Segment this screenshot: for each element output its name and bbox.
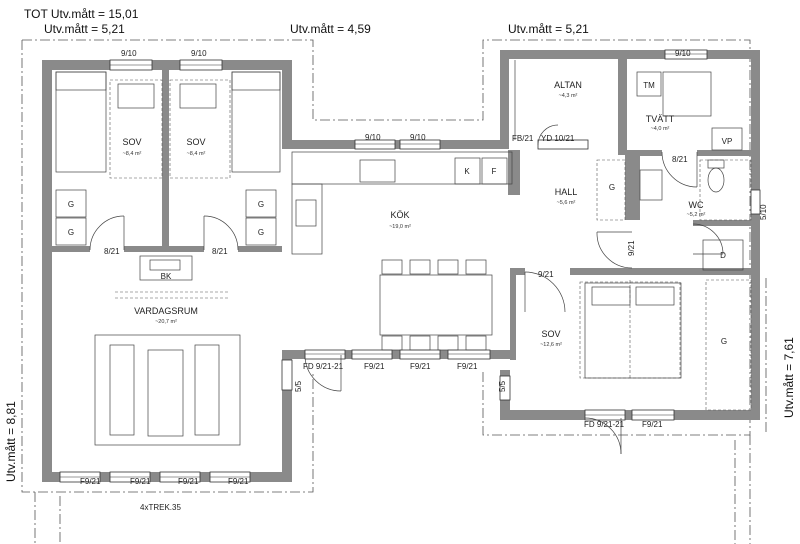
dim-total: TOT Utv.mått = 15,01 [24,7,139,21]
label-d-yd: YD 10/21 [541,134,575,143]
label-w-wc-side: 5/10 [759,204,768,220]
label-d-sov3: 9/21 [538,270,554,279]
label-w-sov3-side: 5/5 [498,380,507,392]
label-bk: BK [161,272,172,281]
label-g-sov1-a: G [68,200,74,209]
label-w-living-side: 5/5 [294,380,303,392]
dim-middle-width: Utv.mått = 4,59 [290,22,371,36]
label-w-sov1-top: 9/10 [121,49,137,58]
label-f-sov3: F9/21 [642,420,663,429]
interior-walls [52,60,751,360]
dim-right-height: Utv.mått = 7,61 [782,337,796,418]
room-label-sov2: SOV [186,137,205,147]
label-k: K [464,167,470,176]
label-w-tvatt-top: 9/10 [675,49,691,58]
room-label-sov3: SOV [541,329,560,339]
room-label-kok: KÖK [390,210,409,220]
label-d-sov1: 8/21 [104,247,120,256]
label-f-living-2: F9/21 [410,362,431,371]
room-area-wc: ~5,2 m² [687,212,706,218]
label-d-tvatt: 8/21 [672,155,688,164]
room-area-kok: ~19,0 m² [389,224,411,230]
label-g-sov2-b: G [258,228,264,237]
label-fd-living: FD 9/21-21 [303,362,344,371]
label-f-bottom-4: F9/21 [228,477,249,486]
room-area-tvatt: ~4,0 m² [651,126,670,132]
label-d-altan: FB/21 [512,134,534,143]
label-w-kok-2: 9/10 [410,133,426,142]
room-area-hall: ~5,6 m² [557,200,576,206]
label-g-hall: G [609,183,615,192]
label-tm: TM [643,81,655,90]
label-f-bottom-1: F9/21 [80,477,101,486]
label-w-sov2-top: 9/10 [191,49,207,58]
room-area-altan: ~4,3 m² [559,93,578,99]
room-area-vardagsrum: ~20,7 m² [155,319,177,325]
room-area-sov2: ~8,4 m² [187,151,206,157]
label-g-sov1-b: G [68,228,74,237]
room-label-altan: ALTAN [554,80,582,90]
dim-right-width: Utv.mått = 5,21 [508,22,589,36]
dim-left-width: Utv.mått = 5,21 [44,22,125,36]
room-label-wc: WC [689,200,704,210]
label-f-bottom-2: F9/21 [130,477,151,486]
label-fd-sov3: FD 9/21-21 [584,420,625,429]
room-area-sov3: ~12,6 m² [540,342,562,348]
stairs-label: 4xTREK.35 [140,503,181,512]
room-label-tvatt: TVÄTT [646,114,675,124]
label-f-living-3: F9/21 [457,362,478,371]
room-labels: SOV ~8,4 m² SOV ~8,4 m² ALTAN ~4,3 m² TV… [122,80,705,348]
label-g-sov2-a: G [258,200,264,209]
room-label-hall: HALL [555,187,578,197]
label-d-hall-wc: 9/21 [627,240,636,256]
label-d-sov2: 8/21 [212,247,228,256]
furniture [55,71,744,446]
room-label-sov1: SOV [122,137,141,147]
label-w-kok-1: 9/10 [365,133,381,142]
dimension-outlines [21,39,767,544]
label-g-sov3: G [721,337,727,346]
label-f-bottom-3: F9/21 [178,477,199,486]
opening-labels: 9/10 9/10 9/10 9/10 9/10 FB/21 YD 10/21 … [80,49,768,486]
label-vp: VP [722,137,733,146]
label-f: F [492,167,497,176]
room-label-vardagsrum: VARDAGSRUM [134,306,198,316]
dim-left-height: Utv.mått = 8,81 [4,401,18,482]
door-swings [89,60,724,455]
label-f-living-1: F9/21 [364,362,385,371]
window-center-lines [60,53,707,478]
label-d: D [720,251,726,260]
room-area-sov1: ~8,4 m² [123,151,142,157]
fixture-labels: G G G G G G K F TM VP D BK [68,81,732,346]
